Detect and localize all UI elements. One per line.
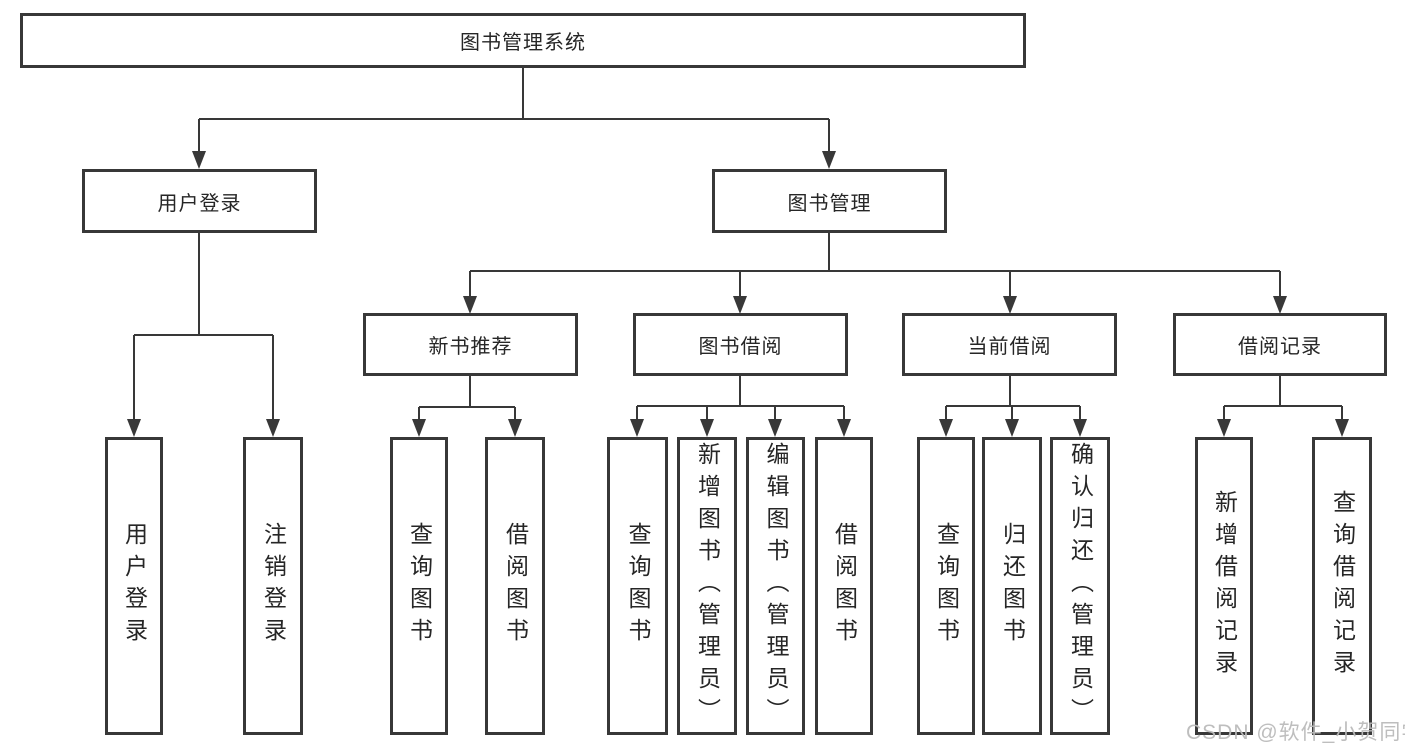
- node-book-management: 图书管理: [712, 169, 947, 233]
- node-label: 新书推荐: [428, 336, 513, 358]
- leaf-borrow-books-2: 借阅图书: [815, 437, 873, 735]
- leaf-return-books: 归还图书: [982, 437, 1042, 735]
- node-label: 图书借阅: [698, 336, 783, 358]
- node-label: 图书管理系统: [460, 32, 586, 54]
- node-label: 图书管理: [787, 192, 872, 215]
- leaf-add-borrow-record: 新增借阅记录: [1195, 437, 1253, 735]
- node-label: 查询图书: [933, 522, 960, 650]
- node-label: 查询图书: [625, 522, 651, 650]
- node-label: 借阅图书: [831, 522, 858, 650]
- node-label: 归还图书: [999, 522, 1026, 650]
- node-book-borrow: 图书借阅: [633, 313, 848, 376]
- leaf-user-login: 用户登录: [105, 437, 163, 735]
- csdn-watermark: CSDN @软件_小贺同学: [1186, 721, 1405, 744]
- node-label: 用户登录: [121, 522, 148, 650]
- node-label: 注销登录: [260, 522, 287, 650]
- leaf-logout: 注销登录: [243, 437, 303, 735]
- node-label: 编辑图书（管理员）: [763, 442, 789, 730]
- leaf-edit-books-admin: 编辑图书（管理员）: [746, 437, 805, 735]
- leaf-query-borrow-record: 查询借阅记录: [1312, 437, 1372, 735]
- leaf-confirm-return-admin: 确认归还（管理员）: [1050, 437, 1110, 735]
- leaf-add-books-admin: 新增图书（管理员）: [677, 437, 737, 735]
- node-label: 用户登录: [157, 192, 242, 215]
- node-new-book-recommend: 新书推荐: [363, 313, 578, 376]
- node-label: 借阅图书: [502, 522, 529, 650]
- node-label: 查询借阅记录: [1329, 490, 1356, 682]
- node-label: 查询图书: [406, 522, 433, 650]
- node-user-login: 用户登录: [82, 169, 317, 233]
- node-label: 借阅记录: [1238, 336, 1322, 358]
- node-label: 确认归还（管理员）: [1067, 442, 1094, 730]
- node-borrow-records: 借阅记录: [1173, 313, 1387, 376]
- leaf-query-books-2: 查询图书: [607, 437, 668, 735]
- node-current-borrow: 当前借阅: [902, 313, 1117, 376]
- leaf-query-books-3: 查询图书: [917, 437, 975, 735]
- leaf-query-books: 查询图书: [390, 437, 448, 735]
- node-label: 新增借阅记录: [1211, 490, 1238, 682]
- node-library-management-system: 图书管理系统: [20, 13, 1026, 68]
- node-label: 新增图书（管理员）: [694, 442, 721, 730]
- leaf-borrow-books: 借阅图书: [485, 437, 545, 735]
- node-label: 当前借阅: [967, 336, 1052, 358]
